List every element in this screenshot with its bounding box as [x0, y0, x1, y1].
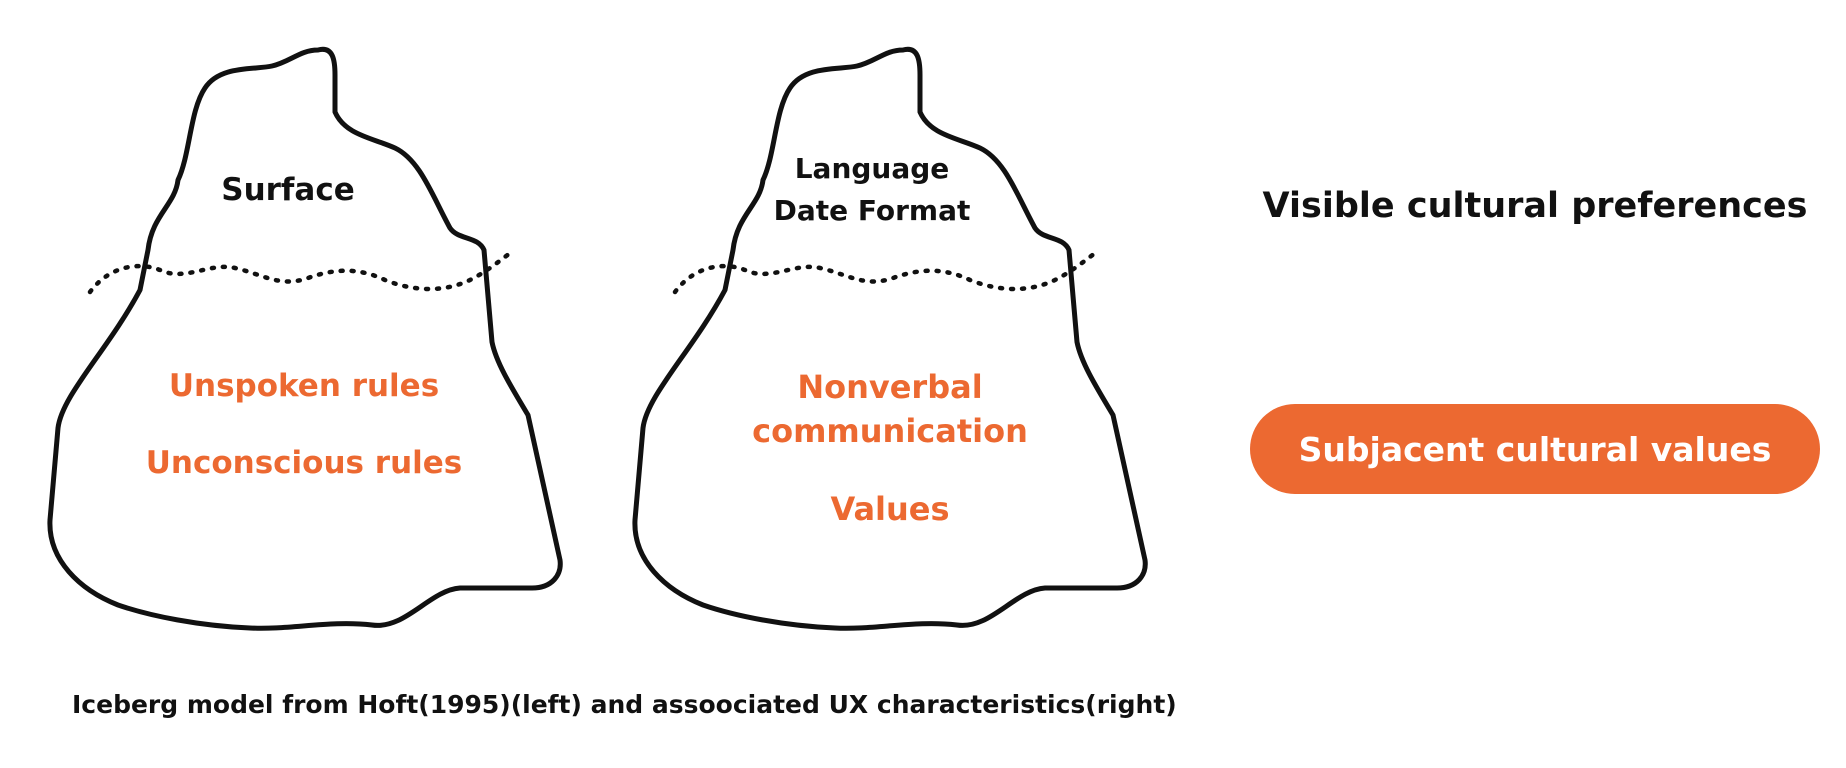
right-subsurface-label-2: communication [752, 412, 1028, 450]
left-iceberg [47, 46, 563, 631]
left-iceberg-outline [47, 46, 563, 631]
figure-caption: Iceberg model from Hoft(1995)(left) and … [72, 690, 1177, 719]
subjacent-cultural-values-text: Subjacent cultural values [1298, 429, 1772, 469]
right-iceberg-outline [632, 46, 1148, 631]
right-subsurface-label-1: Nonverbal [797, 368, 983, 406]
right-iceberg [632, 46, 1148, 631]
left-subsurface-label-2: Unconscious rules [145, 445, 463, 481]
right-surface-label-2: Date Format [773, 194, 971, 227]
left-subsurface-label-1: Unspoken rules [168, 368, 440, 404]
right-subsurface-label-3: Values [830, 490, 950, 528]
visible-cultural-preferences-label: Visible cultural preferences [1262, 186, 1808, 226]
right-surface-label-1: Language [794, 152, 950, 185]
right-waterline [672, 249, 1100, 295]
left-waterline [87, 249, 515, 295]
subjacent-cultural-values-badge: Subjacent cultural values [1250, 404, 1820, 494]
left-surface-label: Surface [221, 172, 355, 208]
